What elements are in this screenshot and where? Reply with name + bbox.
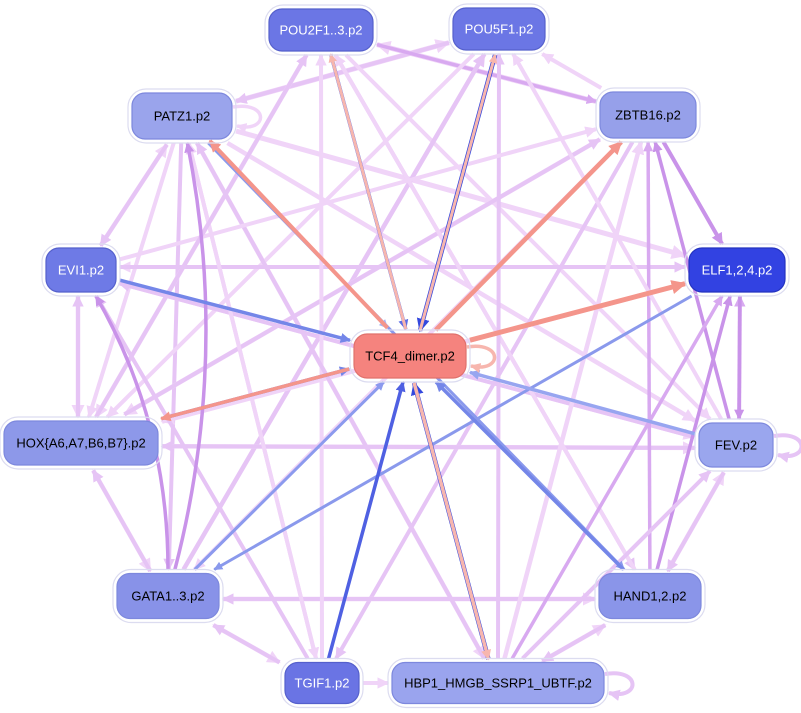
edge-tcf-hox [160,367,350,422]
edge-gata-tcf [193,380,385,571]
edge-zbtb-pou5 [541,52,603,90]
self-loop-hbp [604,671,635,701]
edge-patz-elf [235,128,687,259]
node-body[interactable] [284,661,360,705]
edge-zbtb-tgif [334,141,635,660]
edge-gata-pou5 [181,52,487,571]
node-POU5F1.p2[interactable]: POU5F1.p2 [448,3,550,55]
node-outline [112,568,224,624]
node-body[interactable] [3,420,159,466]
edge-tgif-pou2 [315,53,327,659]
node-body[interactable] [353,333,467,379]
node-body[interactable] [116,572,220,620]
node-outline [448,3,550,55]
node-body[interactable] [131,92,233,140]
edge-tgif-gata [212,623,281,665]
edge-patz-hox [86,142,176,419]
node-ELF1,2,4.p2[interactable]: ELF1,2,4.p2 [684,243,790,297]
node-outline [0,416,163,470]
node-outline [349,329,471,383]
edge-hand-pou2 [333,53,637,571]
edge-zbtb-elf [661,141,724,246]
edge-elf-fev [734,295,745,421]
node-TGIF1.p2[interactable]: TGIF1.p2 [280,657,364,709]
edge-elf-gata [213,294,693,571]
edge-tcf-pou2 [328,53,408,330]
edge-tcf-elf [469,280,687,343]
edge-hand-zbtb [643,140,654,570]
edge-evi-tcf [119,278,352,343]
edge-tcf-patz [208,139,389,330]
edge-hbp-fev [521,469,712,660]
node-TCF4_dimer.p2[interactable]: TCF4_dimer.p2 [349,329,471,383]
edge-tcf-zbtb [434,140,623,332]
node-POU2F1..3.p2[interactable]: POU2F1..3.p2 [264,4,378,56]
edge-hbp-pou5 [493,52,505,659]
node-body[interactable] [45,247,117,293]
edge-patz-gata [163,142,184,571]
edge-fev-hand [665,471,726,573]
edge-patz-fev [226,141,697,423]
node-body[interactable] [599,91,697,139]
edge-gata-hox [91,469,153,572]
node-FEV.p2[interactable]: FEV.p2 [694,418,778,472]
node-PATZ1.p2[interactable]: PATZ1.p2 [127,88,237,144]
node-outline [41,243,121,297]
edge-tgif-patz [185,141,318,659]
edge-fev-tcf [468,369,696,436]
edge-hand-hbp [541,623,607,663]
node-outline [264,4,378,56]
edge-tcf-hbp [412,382,491,661]
self-loop-fev [773,433,801,463]
node-body[interactable] [452,7,546,51]
node-body[interactable] [391,661,605,705]
node-outline [280,657,364,709]
node-body[interactable] [698,422,774,468]
edge-hand-tcf [434,380,625,571]
edge-tcf-pou5 [418,53,498,332]
node-body[interactable] [598,572,702,620]
edge-pou2-zbtb [376,42,598,105]
self-loop-tcf [466,344,497,373]
node-outline [127,88,237,144]
node-HAND1,2.p2[interactable]: HAND1,2.p2 [594,568,706,624]
node-body[interactable] [268,8,374,52]
node-ZBTB16.p2[interactable]: ZBTB16.p2 [595,87,701,143]
node-body[interactable] [688,247,786,293]
node-HOX{A6,A7,B6,B7}.p2[interactable]: HOX{A6,A7,B6,B7}.p2 [0,416,163,470]
self-loop-patz [232,104,263,133]
edge-hbp-patz [195,141,487,660]
edge-tgif-tcf [326,380,406,659]
node-GATA1..3.p2[interactable]: GATA1..3.p2 [112,568,224,624]
node-EVI1.p2[interactable]: EVI1.p2 [41,243,121,297]
node-outline [595,87,701,143]
edge-hbp-elf [510,295,724,660]
edge-gata-patz [173,141,208,570]
node-HBP1_HMGB_SSRP1_UBTF.p2[interactable]: HBP1_HMGB_SSRP1_UBTF.p2 [387,657,609,709]
node-outline [387,657,609,709]
edge-patz-evi [98,143,169,247]
node-outline [694,418,778,472]
edge-pou5-hox [105,52,476,419]
node-outline [684,243,790,297]
node-outline [594,568,706,624]
